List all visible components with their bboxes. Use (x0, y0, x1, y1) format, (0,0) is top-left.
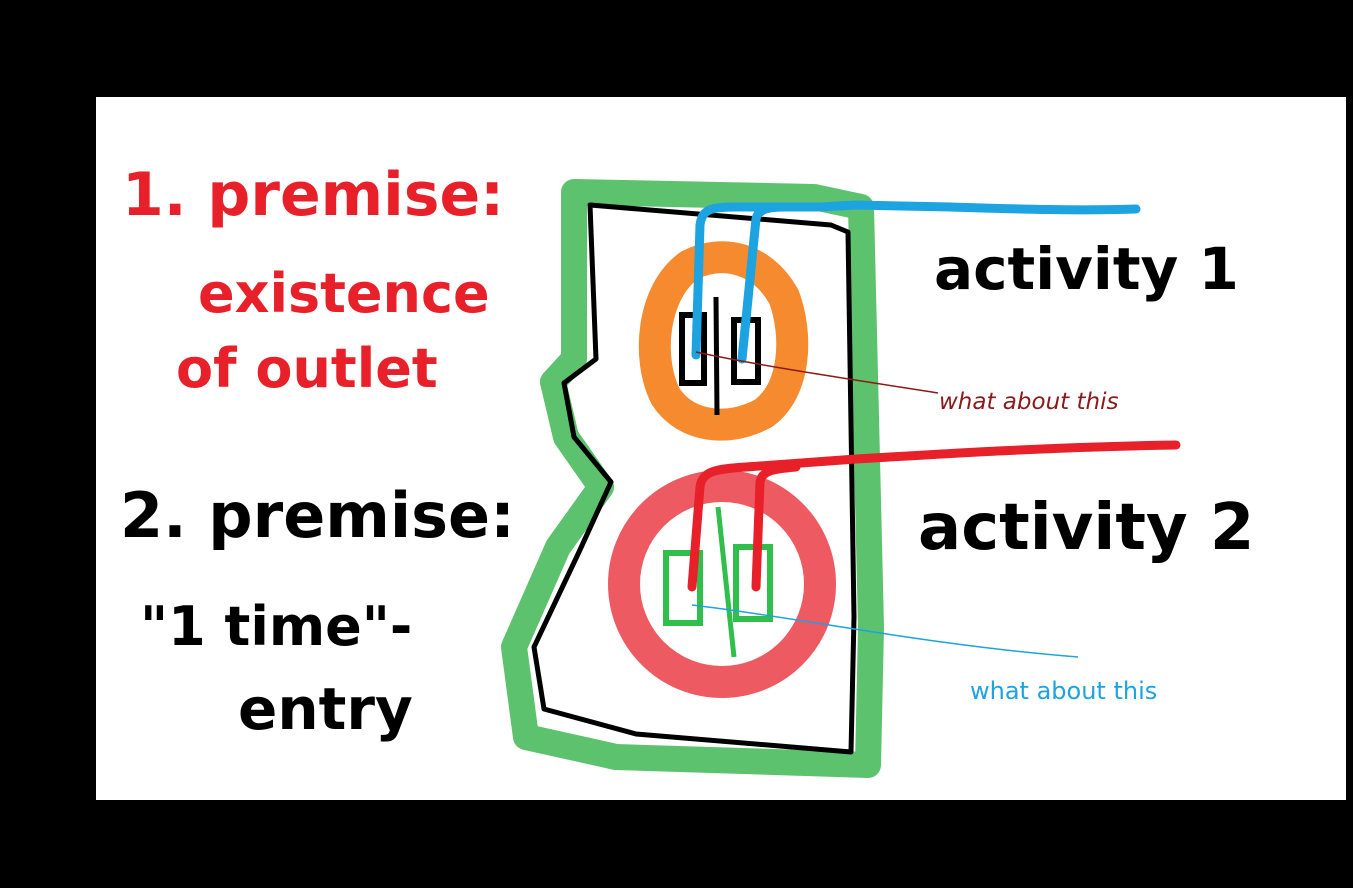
premise2-line3: entry (238, 675, 413, 743)
lower-socket-ring (608, 470, 836, 698)
outlet-diagram: 1. premise: existence of outlet 2. premi… (120, 160, 1254, 778)
whiteboard-canvas: 1. premise: existence of outlet 2. premi… (96, 97, 1346, 800)
activity1-wire-branch (737, 202, 791, 364)
activity1-wire (691, 200, 1141, 360)
annotation2-text: what about this (970, 677, 1157, 705)
premise1-line2: existence (198, 262, 490, 325)
annotation1-pointer (695, 351, 939, 394)
premise2-line2: "1 time"- (140, 595, 412, 658)
lower-right-slot (733, 544, 773, 622)
premise1-line1: 1. premise: (122, 160, 504, 230)
upper-socket-ring (638, 241, 809, 441)
activity1-label: activity 1 (934, 235, 1239, 303)
annotation2-pointer (691, 604, 1079, 658)
activity2-wire (687, 440, 1181, 592)
activity2-label: activity 2 (918, 491, 1254, 565)
activity2-wire-branch (751, 462, 801, 592)
lower-left-slot (663, 550, 703, 626)
premise1-line3: of outlet (176, 337, 438, 400)
lower-divider (715, 506, 737, 658)
outlet-plate-outline (531, 202, 857, 755)
annotation1-text: what about this (939, 389, 1118, 415)
outlet-plate-border (501, 179, 884, 778)
premise2-line1: 2. premise: (120, 479, 515, 552)
